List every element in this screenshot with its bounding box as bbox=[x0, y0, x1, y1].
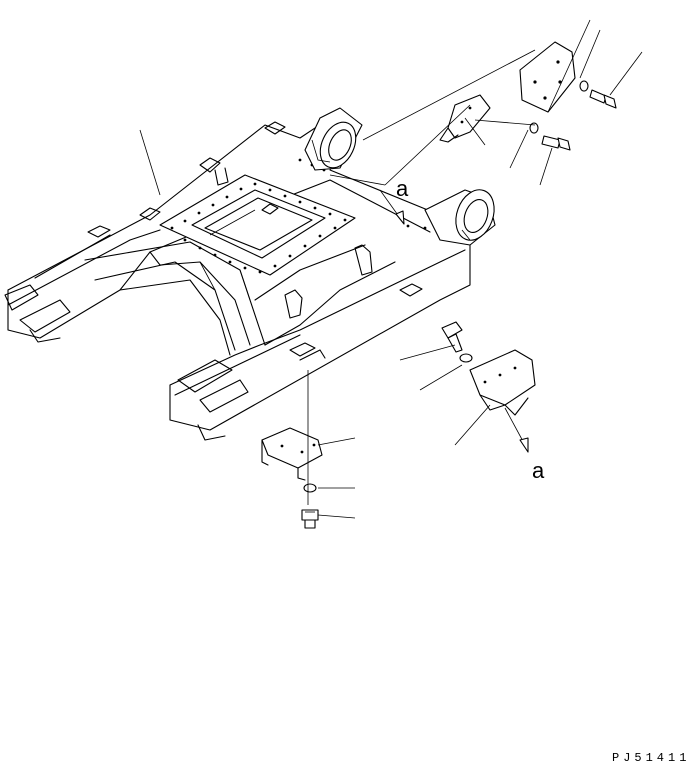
bolt-bottom bbox=[301, 509, 319, 529]
reference-arrow-bottom bbox=[504, 407, 529, 453]
drawing-code: PJ51411 bbox=[612, 751, 690, 765]
washer-top bbox=[579, 80, 589, 92]
bolt-top bbox=[589, 89, 617, 109]
right-bracket bbox=[469, 349, 536, 416]
track-frame bbox=[4, 117, 471, 441]
washer-bottom bbox=[303, 483, 317, 493]
lower-boss bbox=[424, 189, 496, 246]
bolt-right bbox=[441, 321, 463, 353]
bolt-mid bbox=[541, 135, 571, 151]
cover-plate bbox=[519, 41, 576, 113]
reference-label-bottom: a bbox=[532, 458, 545, 483]
upper-boss bbox=[304, 107, 363, 171]
small-bracket bbox=[439, 94, 491, 143]
reference-arrow-top bbox=[379, 189, 405, 225]
washer-right bbox=[459, 353, 473, 363]
leader-lines bbox=[139, 19, 643, 519]
bottom-bracket bbox=[261, 427, 323, 481]
plate-bolt-holes bbox=[170, 158, 442, 274]
washer-mid bbox=[529, 122, 539, 134]
reference-label-top: a bbox=[396, 176, 409, 201]
